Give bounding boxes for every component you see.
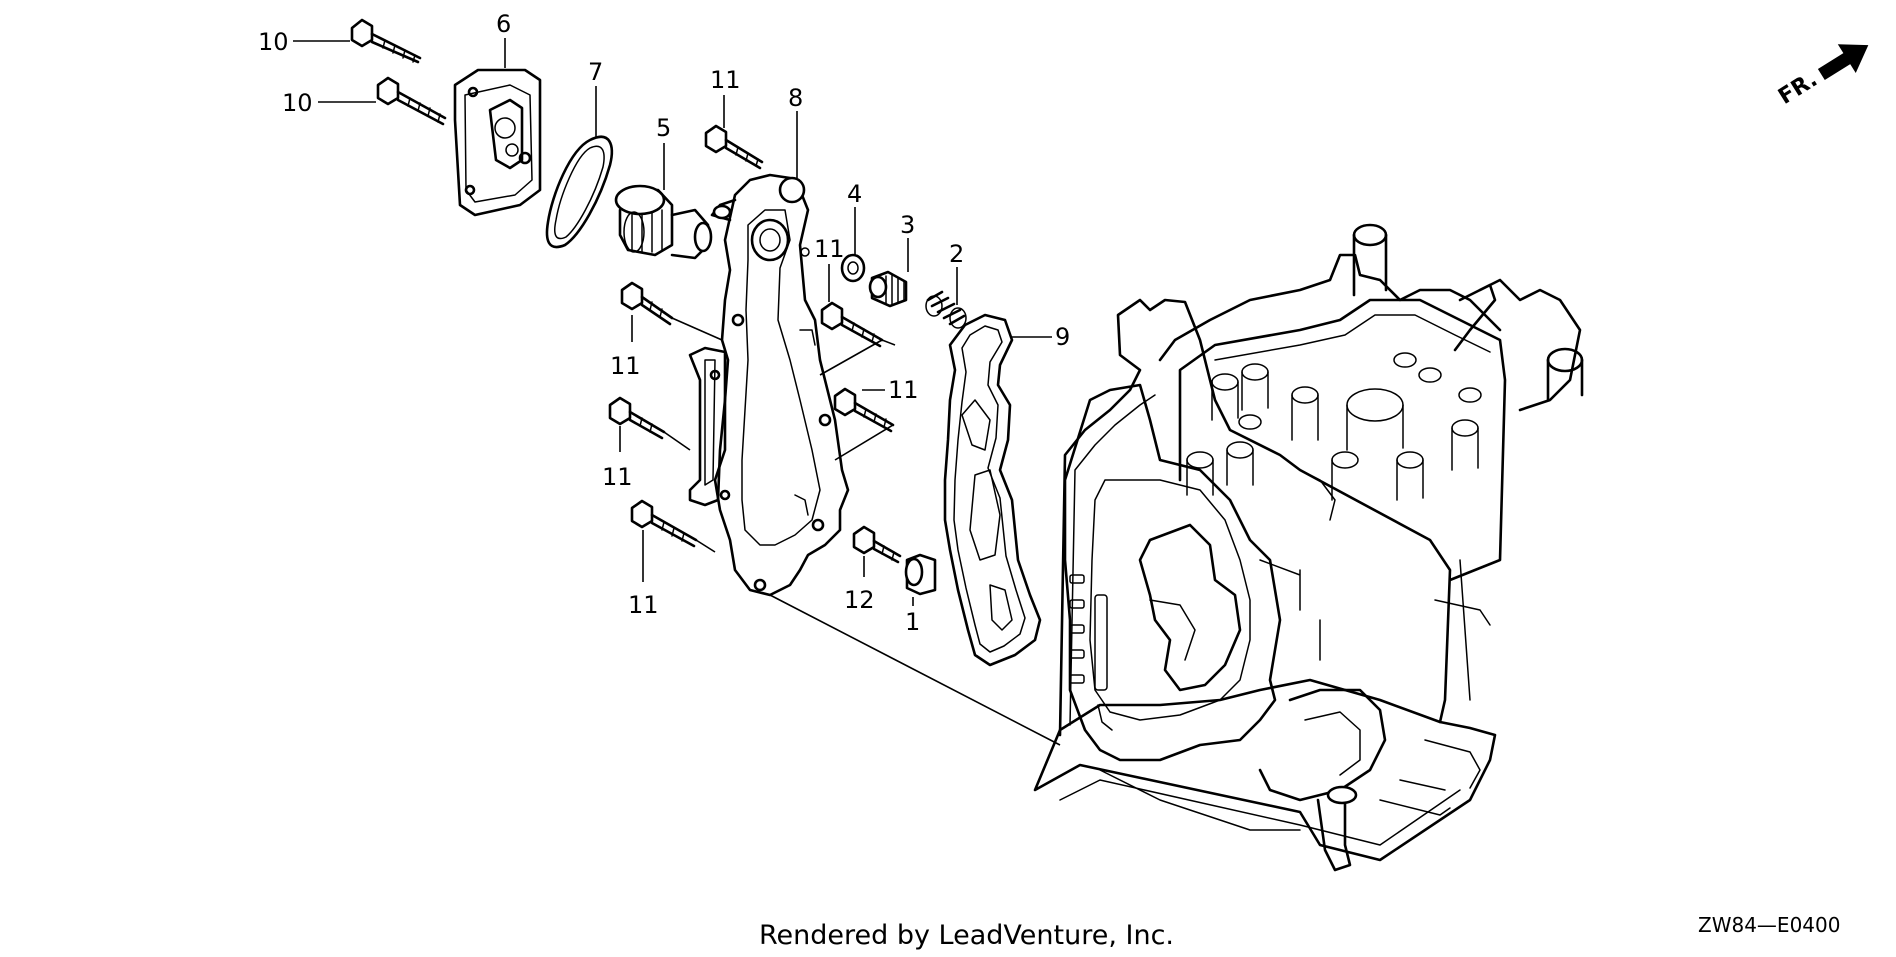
diagram-code: ZW84—E0400 — [1698, 913, 1840, 937]
part-7-o-ring — [545, 135, 614, 249]
callout-7: 7 — [588, 58, 603, 86]
render-credit: Rendered by LeadVenture, Inc. — [759, 920, 1174, 951]
part-1-collar — [904, 553, 937, 596]
callout-3: 3 — [900, 211, 915, 239]
callout-10: 10 — [282, 89, 313, 117]
bolt-10-lower — [376, 76, 447, 126]
bolt-11-top — [704, 124, 764, 170]
part-9-gasket — [943, 313, 1042, 667]
callout-11: 11 — [628, 591, 659, 619]
callout-11: 11 — [814, 235, 845, 263]
bolt-10-upper — [350, 18, 422, 64]
callout-2: 2 — [949, 240, 964, 268]
callout-10: 10 — [258, 28, 289, 56]
bolt-11-upper-left — [620, 281, 674, 326]
front-label: FR. — [1774, 67, 1822, 110]
bolt-12 — [852, 525, 902, 564]
leader-lines — [293, 38, 1061, 746]
callout-1: 1 — [905, 608, 920, 636]
bolt-11-lower-left — [630, 499, 698, 548]
callout-labels: 10 10 6 7 5 11 8 4 3 2 11 9 11 11 11 11 … — [258, 10, 1070, 636]
callout-4: 4 — [847, 180, 862, 208]
callout-6: 6 — [496, 10, 511, 38]
bolt-11-center-lower — [833, 387, 895, 433]
front-arrow-icon — [1817, 44, 1869, 81]
callout-11: 11 — [602, 463, 633, 491]
part-5-thermostat — [614, 184, 713, 260]
callout-9: 9 — [1055, 323, 1070, 351]
part-3-relief-valve — [868, 270, 908, 308]
callout-8: 8 — [788, 84, 803, 112]
callout-5: 5 — [656, 114, 671, 142]
part-2-spring — [925, 290, 967, 329]
callout-11: 11 — [888, 376, 919, 404]
part-4-washer — [840, 253, 866, 283]
part-8-thermostat-housing — [710, 173, 850, 597]
callout-12: 12 — [844, 586, 875, 614]
water-jacket-cover — [688, 346, 731, 507]
bolt-11-mid-left — [608, 396, 666, 440]
callout-11: 11 — [710, 66, 741, 94]
bolt-11-center-upper — [820, 301, 884, 348]
engine-block — [1033, 223, 1584, 872]
callout-11: 11 — [610, 352, 641, 380]
front-direction-marker: FR. — [1774, 44, 1869, 110]
part-6-thermostat-cover — [453, 68, 542, 217]
